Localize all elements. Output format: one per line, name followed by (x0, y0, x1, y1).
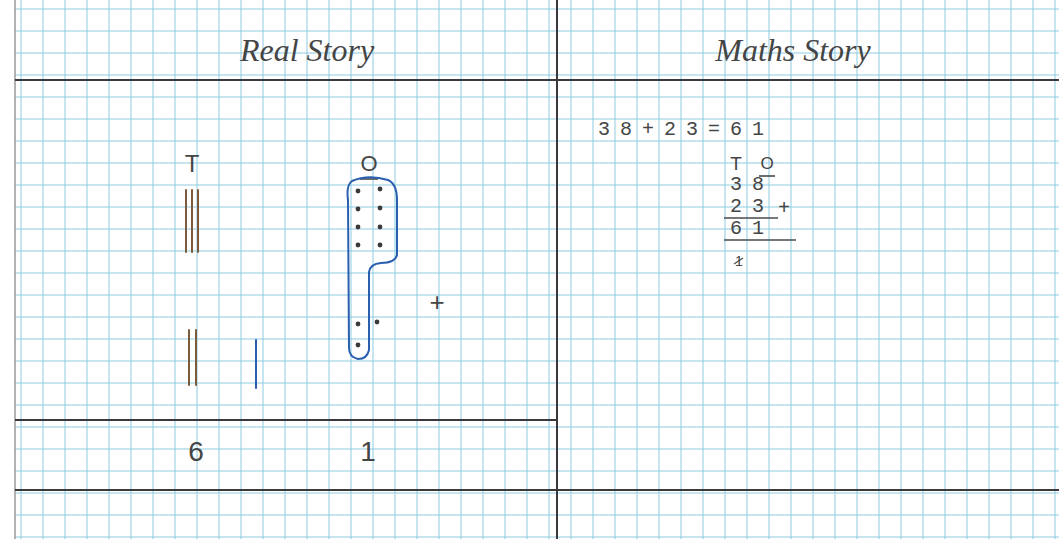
equation: 38+23=61 (598, 120, 774, 140)
grid-line (15, 493, 1059, 494)
grid-line (15, 383, 1059, 384)
place-value-heading: O (360, 153, 377, 175)
plus-sign: + (429, 289, 444, 315)
sum-line (724, 239, 796, 241)
addend: 38 (730, 175, 774, 195)
tally-mark (188, 330, 190, 385)
grid-line (15, 515, 1059, 516)
grid-line (15, 119, 1059, 120)
grid-line (15, 97, 1059, 98)
grid-line (15, 31, 1059, 32)
dot (378, 206, 383, 211)
grid-line (15, 471, 1059, 472)
carried-ten-mark (255, 340, 257, 388)
column-heading: Maths Story (715, 34, 871, 66)
answer-digit: 1 (360, 438, 376, 466)
sum: 61 (730, 219, 774, 239)
column-divider (556, 0, 558, 539)
dot (375, 320, 380, 325)
dot (378, 187, 383, 192)
tally-mark (197, 190, 199, 252)
column-heading: Real Story (240, 34, 374, 66)
grid-line (15, 53, 1059, 54)
dot (356, 207, 361, 212)
grid-lines (15, 0, 1059, 539)
grid-line (15, 207, 1059, 208)
plus-sign: + (778, 197, 790, 217)
grid-line (15, 9, 1059, 10)
carry-digit: 1 (735, 254, 743, 268)
grid-line (15, 163, 1059, 164)
grid-line (15, 537, 1059, 538)
tens-tallies (186, 190, 198, 385)
place-value-heading: O (760, 155, 773, 172)
ten-ones-loop (348, 177, 398, 359)
grid-line (15, 449, 1059, 450)
grid-line (15, 361, 1059, 362)
place-value-heading: T (730, 154, 742, 173)
bottom-rule (15, 489, 1059, 491)
answer-digit: 6 (188, 438, 204, 466)
dot (356, 189, 361, 194)
grid-line (15, 405, 1059, 406)
dot (356, 322, 361, 327)
tally-mark (195, 330, 197, 385)
dot (378, 225, 383, 230)
grid-line (15, 339, 1059, 340)
tally-mark (185, 190, 187, 252)
dot (356, 343, 361, 348)
dot (378, 243, 383, 248)
header-rule (15, 79, 1059, 81)
answer-rule (15, 419, 557, 421)
dot (356, 225, 361, 230)
grid-line (15, 273, 1059, 274)
grid-line (15, 185, 1059, 186)
grid-line (15, 427, 1059, 428)
grid-line (15, 141, 1059, 142)
grid-line (15, 317, 1059, 318)
ones-dots (356, 187, 383, 348)
tally-mark (191, 190, 193, 252)
place-value-heading: T (185, 152, 200, 176)
addend: 23 (730, 197, 774, 217)
grid-line (15, 251, 1059, 252)
grid-line (15, 295, 1059, 296)
grid-line (15, 229, 1059, 230)
grid-line (15, 75, 1059, 76)
dot (356, 243, 361, 248)
